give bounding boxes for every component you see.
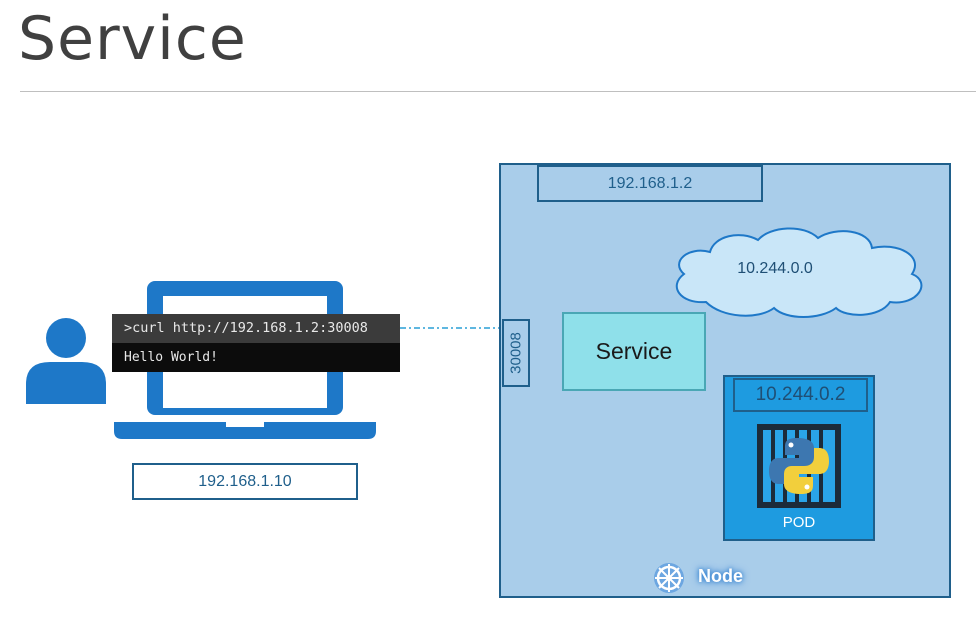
page-title: Service xyxy=(18,4,247,74)
client-ip-label: 192.168.1.10 xyxy=(132,463,358,500)
pod-label: POD xyxy=(782,514,816,531)
terminal-output: Hello World! xyxy=(124,350,218,365)
terminal-command: >curl http://192.168.1.2:30008 xyxy=(112,314,400,343)
pod-ip-label: 10.244.0.2 xyxy=(733,378,868,412)
title-divider xyxy=(20,91,976,92)
node-port-label: 30008 xyxy=(507,332,525,374)
python-container-icon xyxy=(757,424,841,508)
node-port-box: 30008 xyxy=(502,319,530,387)
node-ip-label: 192.168.1.2 xyxy=(537,165,763,202)
service-box: Service xyxy=(562,312,706,391)
kubernetes-wheel-icon xyxy=(654,563,684,593)
user-icon xyxy=(26,318,106,404)
cloud-icon xyxy=(675,227,923,318)
network-cidr-label: 10.244.0.0 xyxy=(737,260,813,277)
node-label: Node xyxy=(698,566,743,586)
